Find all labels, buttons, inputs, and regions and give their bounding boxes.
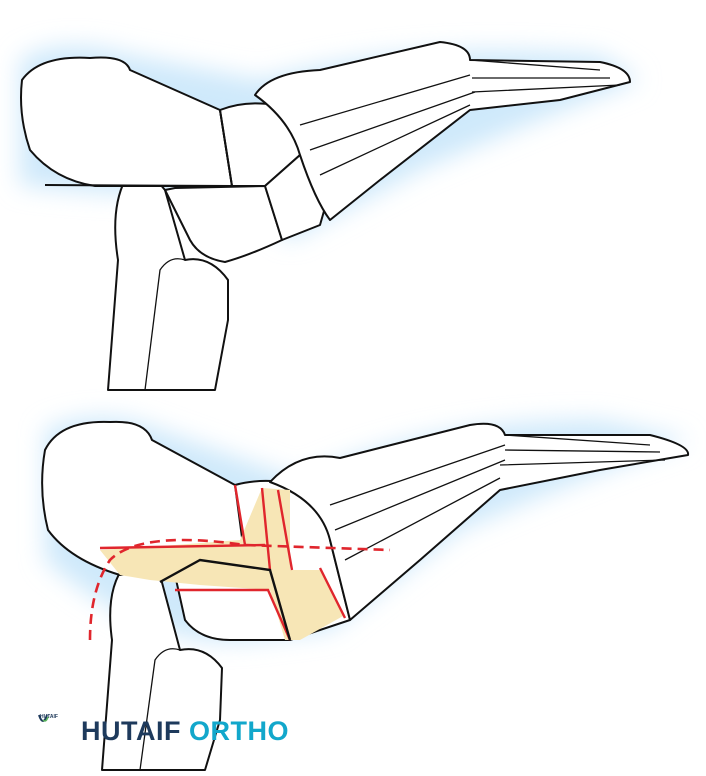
brand-name-part1: HUTAIF [81,716,181,746]
metatarsals [254,41,631,221]
metatarsals [269,422,690,621]
dashed-reference-line [88,538,391,641]
logo-small-text: HUTAIF [40,714,58,720]
lower-foot-lateral-view [41,417,690,771]
logo-mark-icon [38,714,49,722]
brand-logo: HUTAIF [36,714,62,722]
brand-wordmark: HUTAIF ORTHO [81,716,289,747]
fracture-line [99,484,347,641]
brand-name-part2: ORTHO [189,716,289,746]
upper-foot-lateral-view [20,41,640,391]
